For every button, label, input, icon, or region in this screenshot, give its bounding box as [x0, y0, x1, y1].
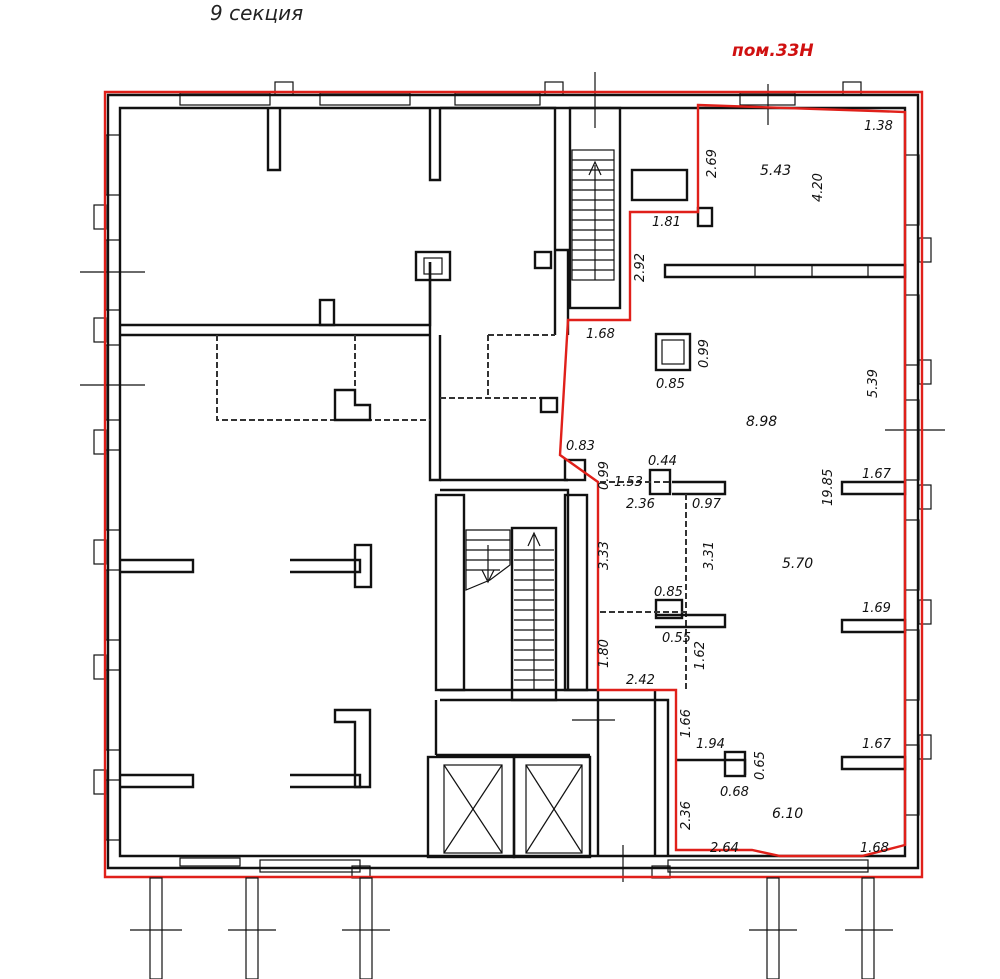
dim-label: 5.39	[866, 369, 881, 398]
dim-label: 2.36	[679, 801, 694, 830]
dim-label: 1.38	[864, 119, 893, 134]
dim-label: 0.99	[597, 461, 612, 490]
left-rooms	[120, 108, 452, 789]
dim-label: 1.68	[586, 327, 615, 342]
dim-label: 1.69	[862, 601, 891, 616]
dim-label: 1.67	[862, 467, 892, 482]
dim-label: 0.85	[654, 585, 683, 600]
dim-label: 1.62	[693, 641, 708, 670]
dimension-labels: 1.38 2.69 5.43 4.20 1.81 2.92 1.68 0.99 …	[566, 119, 893, 856]
dim-label: 0.85	[656, 377, 685, 392]
dim-label: 0.55	[662, 631, 691, 646]
dim-label: 2.64	[710, 841, 739, 856]
dim-label: 0.68	[720, 785, 749, 800]
dim-label: 1.80	[597, 639, 612, 668]
dim-label: 1.53	[614, 475, 643, 490]
dim-label: 2.69	[705, 149, 720, 178]
dim-label: 1.66	[679, 709, 694, 738]
premises-interior	[600, 206, 907, 778]
dim-label: 3.33	[597, 541, 612, 570]
dim-label: 0.44	[648, 454, 677, 469]
section-title: 9 секция	[210, 1, 303, 25]
dim-label: 19.85	[821, 469, 836, 506]
dim-label: 0.99	[697, 339, 712, 368]
dim-label: 1.81	[652, 215, 681, 230]
dim-label: 1.67	[862, 737, 892, 752]
building-outline	[103, 90, 924, 879]
dim-label: 2.42	[626, 673, 655, 688]
dim-label: 4.20	[811, 173, 826, 202]
dim-label: 1.94	[696, 737, 725, 752]
premises-outline	[558, 103, 907, 858]
stair-treads-mid	[465, 529, 554, 690]
dim-label: 0.97	[692, 497, 722, 512]
area-label: 5.70	[782, 556, 813, 572]
area-label: 6.10	[772, 806, 803, 822]
central-core	[426, 106, 689, 859]
dim-label: 0.83	[566, 439, 595, 454]
bottom-columns	[130, 877, 893, 979]
area-label: 8.98	[746, 414, 777, 430]
dim-label: 0.65	[753, 751, 768, 780]
dim-label: 2.36	[626, 497, 655, 512]
dim-label: 1.68	[860, 841, 889, 856]
stair-treads-top	[572, 159, 614, 280]
dim-label: 2.92	[633, 253, 648, 282]
dim-label: 3.31	[702, 541, 717, 570]
premises-label: пом.33Н	[732, 41, 814, 61]
area-label: 5.43	[760, 163, 791, 179]
